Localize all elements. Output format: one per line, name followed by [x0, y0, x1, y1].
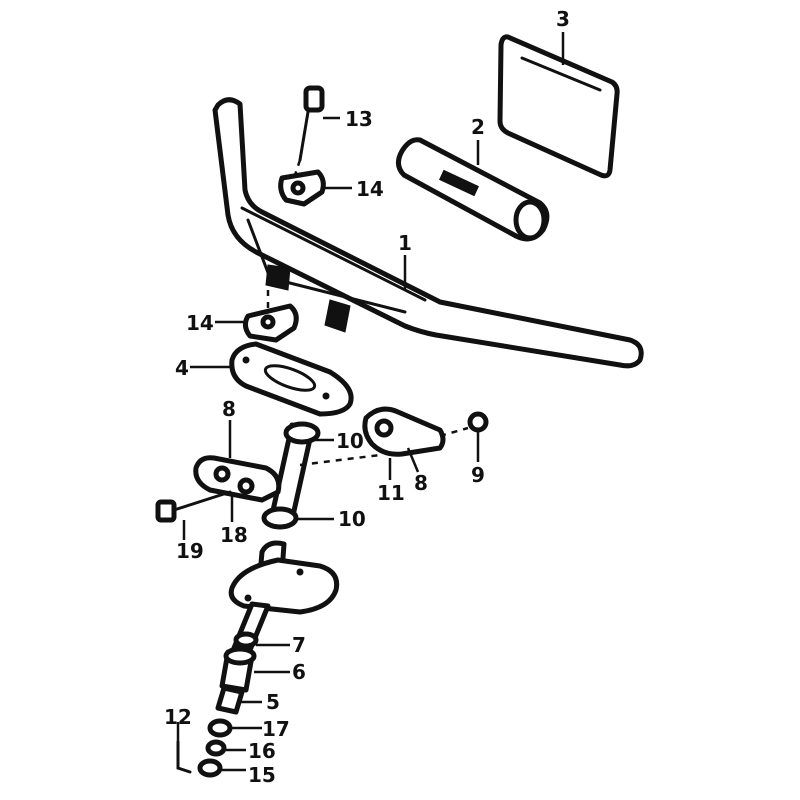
- callout-5: 5: [266, 690, 280, 714]
- callout-18: 18: [220, 523, 248, 547]
- part-1-handlebar: [212, 97, 644, 369]
- callout-10-upper: 10: [336, 429, 364, 453]
- callout-9: 9: [471, 463, 485, 487]
- part-9-nut: [467, 411, 489, 433]
- part-4-mount-plate: [229, 341, 354, 417]
- callout-6: 6: [292, 660, 306, 684]
- callout-11: 11: [377, 481, 405, 505]
- part-12-cotter-pin: [176, 740, 192, 774]
- parts-5-6-7-stem-bearings: [215, 631, 259, 715]
- leader-lines: [176, 32, 565, 772]
- callout-14-lower: 14: [186, 311, 214, 335]
- part-14-upper-clamp: [278, 169, 326, 207]
- callout-10-lower: 10: [338, 507, 366, 531]
- part-8-left-clamp: [193, 455, 282, 503]
- callout-2: 2: [471, 115, 485, 139]
- callout-16: 16: [248, 739, 276, 763]
- callout-7: 7: [292, 633, 306, 657]
- callout-12: 12: [164, 705, 192, 729]
- part-3-pad-plate: [497, 34, 620, 179]
- parts-15-16-17-washers: [197, 718, 233, 778]
- callout-13: 13: [345, 107, 373, 131]
- callout-15: 15: [248, 763, 276, 787]
- callout-8-left: 8: [222, 397, 236, 421]
- callout-8-right: 8: [414, 471, 428, 495]
- part-19-long-bolt: [155, 490, 232, 523]
- callout-19: 19: [176, 539, 204, 563]
- part-8-right-clamp: [362, 406, 469, 457]
- callout-14-upper: 14: [356, 177, 384, 201]
- callout-4: 4: [175, 356, 189, 380]
- part-14-lower-clamp: [242, 290, 299, 343]
- callout-17: 17: [262, 717, 290, 741]
- callout-1: 1: [398, 231, 412, 255]
- part-2-crossbar-pad: [396, 137, 550, 242]
- callout-3: 3: [556, 7, 570, 31]
